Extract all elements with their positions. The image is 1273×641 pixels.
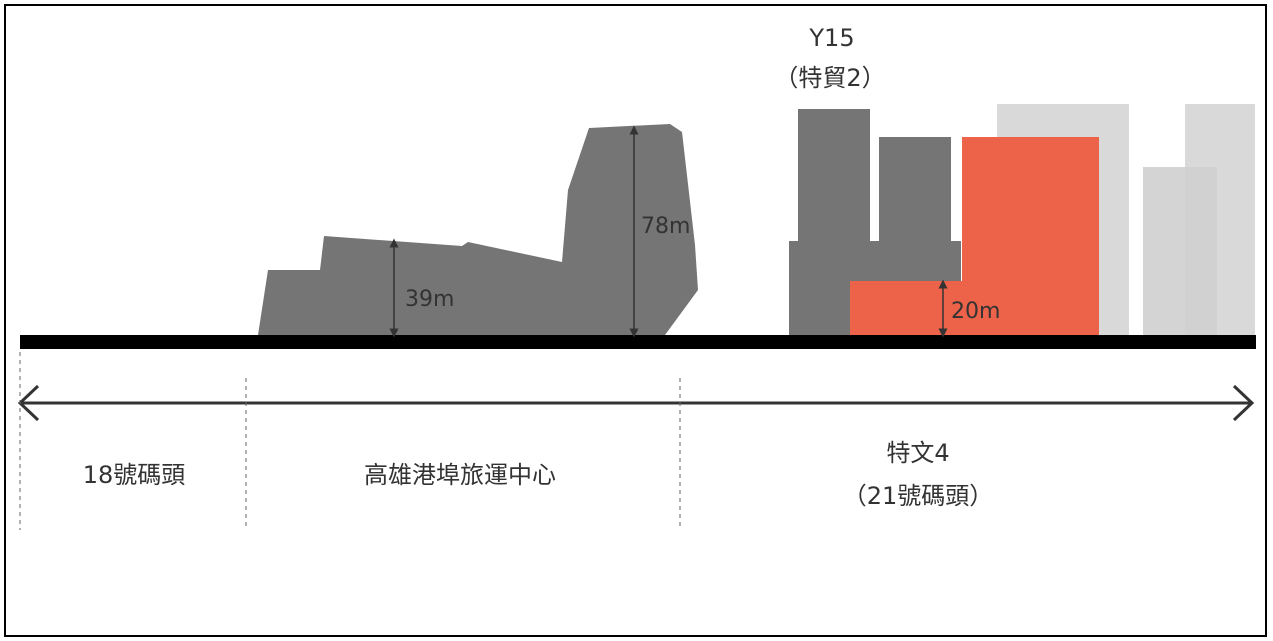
pier21-label: （21號碼頭） xyxy=(843,482,994,510)
proposed-podium xyxy=(850,281,965,335)
y15-code-label: Y15 xyxy=(808,24,854,52)
y15-name-label: （特貿2） xyxy=(774,64,885,92)
arrow-head-right xyxy=(1232,384,1255,422)
background-building-3 xyxy=(1143,167,1217,335)
terminal-building xyxy=(258,124,698,335)
terminal-label: 高雄港埠旅運中心 xyxy=(364,461,556,489)
ground-line xyxy=(20,335,1256,349)
height-20-label: 20m xyxy=(951,299,1000,324)
special4-label: 特文4 xyxy=(886,439,949,467)
proposed-tower xyxy=(962,137,1099,335)
pier18-label: 18號碼頭 xyxy=(83,461,186,489)
height-78-label: 78m xyxy=(641,214,690,239)
height-39-label: 39m xyxy=(405,287,454,312)
